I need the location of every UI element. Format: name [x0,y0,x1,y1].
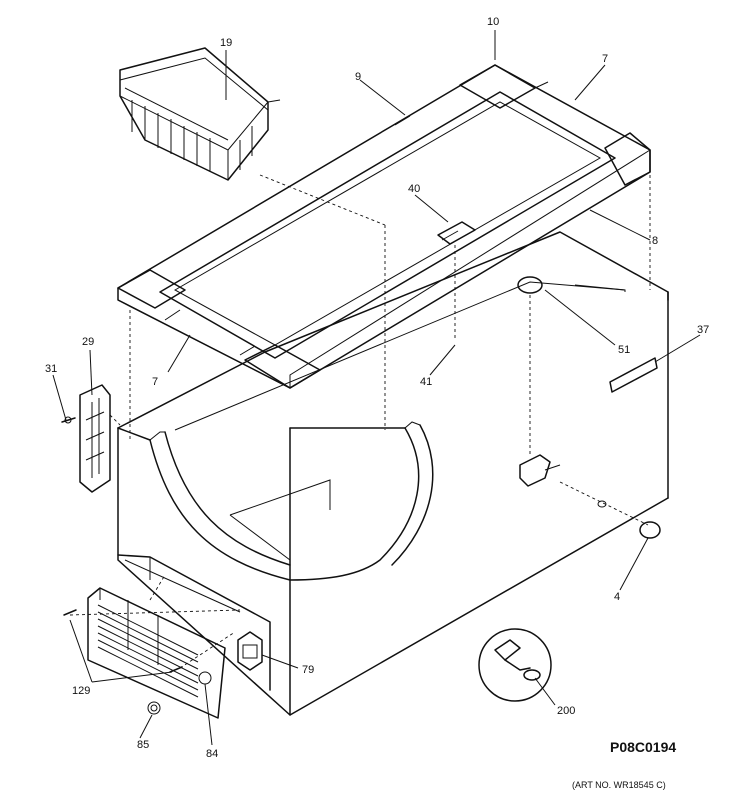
callout-37: 37 [697,324,709,336]
cabinet-body [117,231,669,716]
callout-7-left: 7 [152,376,158,388]
callout-labels: 10 7 9 19 8 40 7 41 51 37 29 31 4 79 129… [45,16,709,760]
callout-84: 84 [206,748,218,760]
callout-200: 200 [557,705,575,717]
gasket-frame [117,64,651,389]
callout-9: 9 [355,71,361,83]
callout-29: 29 [82,336,94,348]
callout-7-top: 7 [602,53,608,65]
leader-lines [52,30,701,746]
hinge-assembly [61,384,111,493]
wire-basket [119,47,281,181]
thermostat-control [237,631,263,671]
alignment-lines [69,174,651,669]
callout-41: 41 [420,376,432,388]
callout-8: 8 [652,235,658,247]
art-number: (ART NO. WR18545 C) [572,780,666,790]
callout-79: 79 [302,664,314,676]
drawing-number: P08C0194 [610,739,676,755]
callout-19: 19 [220,37,232,49]
callout-4: 4 [614,591,620,603]
callout-51: 51 [618,344,630,356]
grille-assembly [63,587,226,719]
drain-detail-inset [478,628,552,702]
callout-40: 40 [408,183,420,195]
callout-10: 10 [487,16,499,28]
callout-85: 85 [137,739,149,751]
drain-parts [517,276,661,539]
callout-129: 129 [72,685,90,697]
callout-31: 31 [45,363,57,375]
